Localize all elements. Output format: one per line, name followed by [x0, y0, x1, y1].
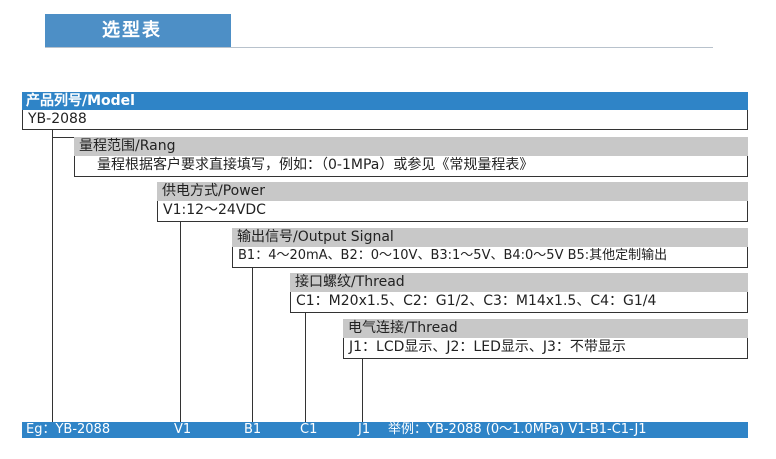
display-value: J1：LCD显示、J2：LED显示、J3：不带显示: [343, 338, 748, 359]
power-value: V1:12～24VDC: [157, 201, 748, 222]
page-title: 选型表: [45, 14, 231, 48]
connector-model: [52, 130, 53, 422]
connector-output: [252, 268, 253, 422]
connector-power: [180, 222, 181, 422]
example-thread: C1: [300, 422, 318, 437]
example-output: B1: [244, 422, 262, 437]
output-header: 输出信号/Output Signal: [232, 228, 748, 247]
display-header: 电气连接/Thread: [343, 319, 748, 338]
thread-value: C1：M20x1.5、C2：G1/2、C3：M14x1.5、C4：G1/4: [290, 292, 748, 313]
example-display: J1: [358, 422, 371, 437]
thread-header: 接口螺纹/Thread: [290, 273, 748, 292]
example-bar: Eg：YB-2088 V1 B1 C1 J1 举例：YB-2088 (0～1.0…: [22, 422, 748, 438]
model-value: YB-2088: [22, 110, 748, 130]
example-model: Eg：YB-2088: [26, 422, 111, 437]
connector-model-h: [52, 137, 74, 138]
example-full-code: 举例：YB-2088 (0～1.0MPa) V1-B1-C1-J1: [388, 422, 647, 437]
connector-display: [362, 359, 363, 422]
model-header: 产品列号/Model: [22, 92, 748, 110]
connector-thread: [305, 313, 306, 422]
range-header: 量程范围/Rang: [74, 137, 748, 156]
range-value: 量程根据客户要求直接填写，例如：（0-1MPa）或参见《常规量程表》: [74, 156, 748, 177]
output-value: B1：4～20mA、B2：0～10V、B3:1～5V、B4:0～5V B5:其他…: [232, 247, 748, 268]
title-divider: [45, 47, 713, 48]
power-header: 供电方式/Power: [157, 182, 748, 201]
example-power: V1: [174, 422, 192, 437]
